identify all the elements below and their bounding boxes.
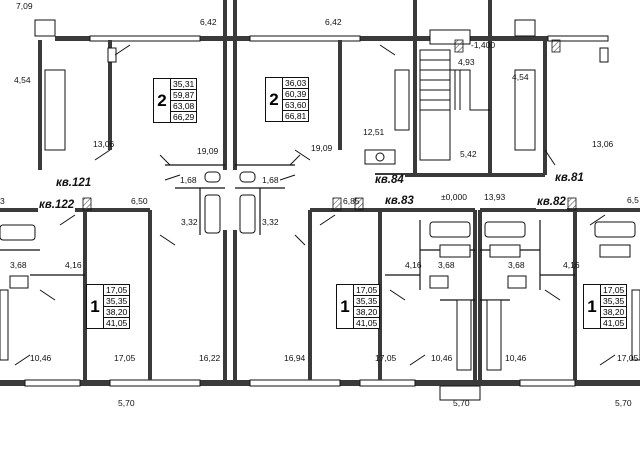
- area-value: 66,81: [285, 111, 307, 121]
- dimension-label: 5,70: [615, 398, 632, 408]
- apartment-label: кв.122: [38, 199, 76, 212]
- dimension-label: 6,42: [200, 17, 217, 27]
- dimension-label: 4,16: [405, 260, 422, 270]
- dimension-label: 3,32: [181, 217, 198, 227]
- dimension-label: 10,46: [431, 353, 453, 363]
- dimension-label: 17,05: [617, 353, 639, 363]
- room-area-box: 1 17,05 35,35 38,20 41,05: [583, 284, 628, 329]
- dimension-label: 4,16: [563, 260, 580, 270]
- dimension-label: 13,93: [484, 192, 506, 202]
- staircase: [419, 49, 490, 161]
- dimension-label: 5,70: [453, 398, 470, 408]
- area-value: 41,05: [106, 318, 128, 328]
- dimension-label: 3,32: [262, 217, 279, 227]
- kitchen-units: [0, 19, 640, 371]
- dimension-label: 17,05: [375, 353, 397, 363]
- dimension-label: 19,09: [311, 143, 333, 153]
- dimension-label: 6,42: [325, 17, 342, 27]
- dimension-label: -1,400: [471, 40, 496, 50]
- area-value: 41,05: [356, 318, 378, 328]
- area-value: 38,20: [104, 307, 130, 318]
- dimension-label: ±0,000: [441, 192, 467, 202]
- area-value: 35,35: [354, 296, 380, 307]
- area-value: 38,20: [354, 307, 380, 318]
- dimension-label: 5,42: [460, 149, 477, 159]
- area-value: 59,87: [171, 90, 197, 101]
- apartment-label: кв.121: [55, 177, 93, 190]
- room-area-box: 2 36,03 60,39 63,60 66,81: [265, 77, 310, 122]
- dimension-label: 19,09: [197, 146, 219, 156]
- area-value: 60,39: [283, 89, 309, 100]
- dimension-label: 4,54: [14, 75, 31, 85]
- bathroom-fixtures: [0, 149, 636, 289]
- apartment-label: кв.83: [384, 195, 415, 208]
- area-value: 63,60: [283, 100, 309, 111]
- bottom-facade-wall: [0, 379, 640, 401]
- room-area-box: 2 35,31 59,87 63,08 66,29: [153, 78, 198, 123]
- dimension-label: 4,93: [458, 57, 475, 67]
- dimension-label: 3,68: [508, 260, 525, 270]
- area-value: 36,03: [283, 78, 309, 89]
- dimension-label: 6,5: [627, 195, 639, 205]
- dimension-label: 17,05: [114, 353, 136, 363]
- area-value: 41,05: [603, 318, 625, 328]
- dimension-label: 10,46: [505, 353, 527, 363]
- dimension-label: 1,68: [180, 175, 197, 185]
- area-value: 17,05: [104, 285, 130, 296]
- dimension-label: 1,68: [262, 175, 279, 185]
- room-count: 1: [336, 284, 354, 329]
- hatched-columns: [82, 39, 577, 211]
- dimension-label: 4,54: [512, 72, 529, 82]
- room-count: 2: [153, 78, 171, 123]
- apartment-label: кв.82: [536, 196, 567, 209]
- dimension-label: 6,50: [131, 196, 148, 206]
- apartment-label: кв.84: [374, 174, 405, 187]
- room-count: 1: [583, 284, 601, 329]
- area-value: 38,20: [601, 307, 627, 318]
- dimension-label: 7,09: [16, 1, 33, 11]
- dimension-label: 13,06: [592, 139, 614, 149]
- area-value: 17,05: [601, 285, 627, 296]
- room-count: 1: [86, 284, 104, 329]
- dimension-label: 13,06: [93, 139, 115, 149]
- dimension-label: 16,22: [199, 353, 221, 363]
- dimension-label: 3,68: [438, 260, 455, 270]
- dimension-label: 3,68: [10, 260, 27, 270]
- dimension-label: 12,51: [363, 127, 385, 137]
- room-area-box: 1 17,05 35,35 38,20 41,05: [86, 284, 131, 329]
- dimension-label: 6,85: [343, 196, 360, 206]
- area-value: 17,05: [354, 285, 380, 296]
- area-value: 35,35: [601, 296, 627, 307]
- area-value: 35,35: [104, 296, 130, 307]
- dimension-label: 3: [0, 196, 5, 206]
- dimension-label: 10,46: [30, 353, 52, 363]
- room-area-box: 1 17,05 35,35 38,20 41,05: [336, 284, 381, 329]
- dimension-label: 16,94: [284, 353, 306, 363]
- area-value: 35,31: [171, 79, 197, 90]
- room-count: 2: [265, 77, 283, 122]
- door-swings: [14, 44, 616, 366]
- dimension-label: 5,70: [118, 398, 135, 408]
- area-value: 63,08: [171, 101, 197, 112]
- area-value: 66,29: [173, 112, 195, 122]
- apartment-label: кв.81: [554, 172, 585, 185]
- dimension-label: 4,16: [65, 260, 82, 270]
